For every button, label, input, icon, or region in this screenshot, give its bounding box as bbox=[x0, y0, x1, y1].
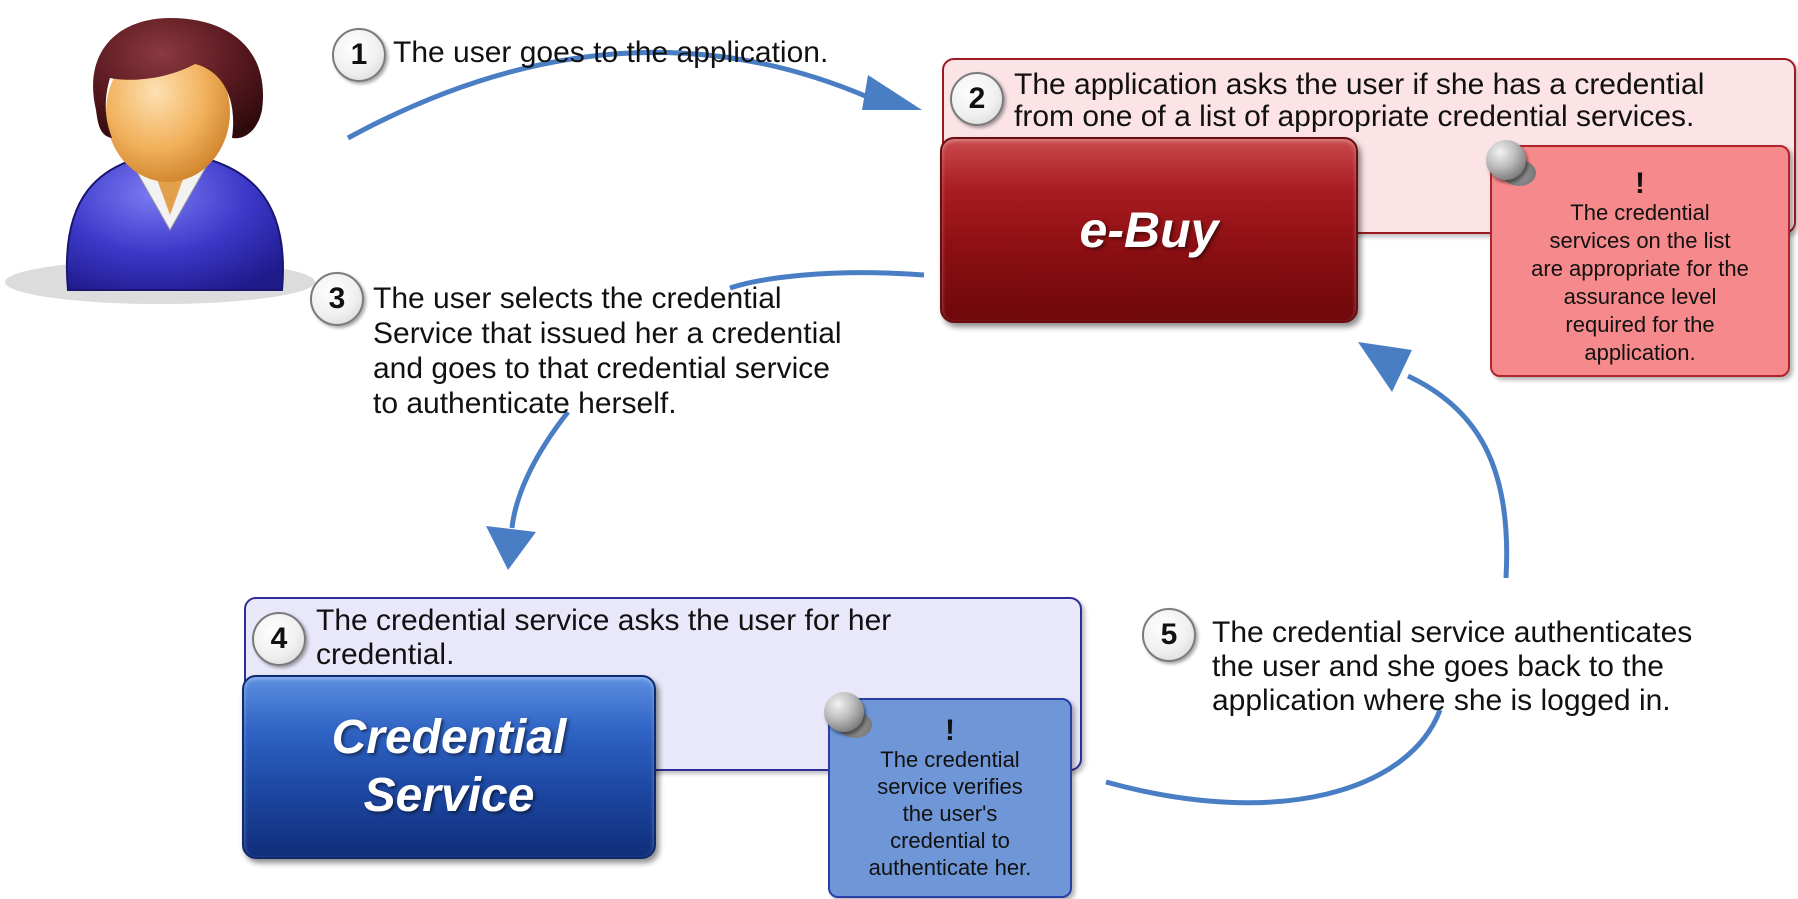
cred-note-line-1: The credential bbox=[880, 747, 1020, 772]
app-note-line-3: are appropriate for the bbox=[1531, 256, 1749, 281]
arrow-app-to-cred bbox=[729, 270, 925, 291]
ebuy-app-box: e-Buy bbox=[940, 137, 1358, 323]
credential-service-label-1: Credential bbox=[331, 711, 567, 764]
ebuy-app-label: e-Buy bbox=[1079, 202, 1219, 258]
step-4-line-2: credential. bbox=[316, 638, 455, 671]
app-assurance-note: ! The credential services on the list ar… bbox=[1490, 145, 1790, 377]
arrow-user-to-app bbox=[346, 49, 871, 141]
step-3-line-3: and goes to that credential service bbox=[373, 352, 830, 385]
cred-note-line-2: service verifies bbox=[877, 774, 1023, 799]
arrow-cred-to-app-head bbox=[1358, 342, 1412, 392]
credential-service-label-2: Service bbox=[363, 769, 535, 822]
app-note-line-1: The credential bbox=[1570, 200, 1710, 225]
pushpin-icon bbox=[1486, 140, 1526, 180]
step-5-line-1: The credential service authenticates bbox=[1212, 616, 1693, 649]
step-4-line-1: The credential service asks the user for… bbox=[316, 604, 892, 637]
cred-note-mark: ! bbox=[945, 714, 955, 747]
step-2-line-2: from one of a list of appropriate creden… bbox=[1014, 100, 1695, 133]
app-note-mark: ! bbox=[1635, 167, 1645, 200]
app-note-line-5: required for the bbox=[1565, 312, 1715, 337]
arrow-user-to-app-head bbox=[862, 75, 922, 110]
step-5-line-2: the user and she goes back to the bbox=[1212, 650, 1664, 683]
cred-note-line-5: authenticate her. bbox=[868, 855, 1032, 880]
app-note-line-4: assurance level bbox=[1563, 284, 1717, 309]
arrow-cred-to-app-upper bbox=[1406, 373, 1510, 579]
step-3-line-4: to authenticate herself. bbox=[373, 387, 677, 420]
credential-service-box: Credential Service bbox=[242, 675, 656, 859]
pushpin-icon bbox=[824, 692, 864, 732]
step-2-number: 2 bbox=[950, 72, 1004, 126]
cred-note-line-4: credential to bbox=[890, 828, 1010, 853]
app-note-line-2: services on the list bbox=[1549, 228, 1731, 253]
step-2-line-1: The application asks the user if she has… bbox=[1014, 68, 1705, 101]
arrow-app-to-cred-head bbox=[486, 526, 536, 570]
step-5-line-3: application where she is logged in. bbox=[1212, 684, 1671, 717]
step-1-number: 1 bbox=[332, 28, 386, 82]
step-5-number: 5 bbox=[1142, 608, 1196, 662]
step-3-line-2: Service that issued her a credential bbox=[373, 317, 842, 350]
step-3-number: 3 bbox=[310, 272, 364, 326]
credential-verify-note: ! The credential service verifies the us… bbox=[828, 698, 1072, 898]
step-4-number: 4 bbox=[252, 612, 306, 666]
step-1-text: The user goes to the application. bbox=[393, 36, 829, 69]
cred-note-line-3: the user's bbox=[902, 801, 998, 826]
user-avatar-icon bbox=[5, 18, 315, 304]
step-3-line-1: The user selects the credential bbox=[373, 282, 782, 315]
arrow-cred-to-app bbox=[1105, 709, 1443, 806]
app-note-line-6: application. bbox=[1584, 340, 1696, 365]
arrow-app-to-cred-lower bbox=[509, 410, 570, 529]
